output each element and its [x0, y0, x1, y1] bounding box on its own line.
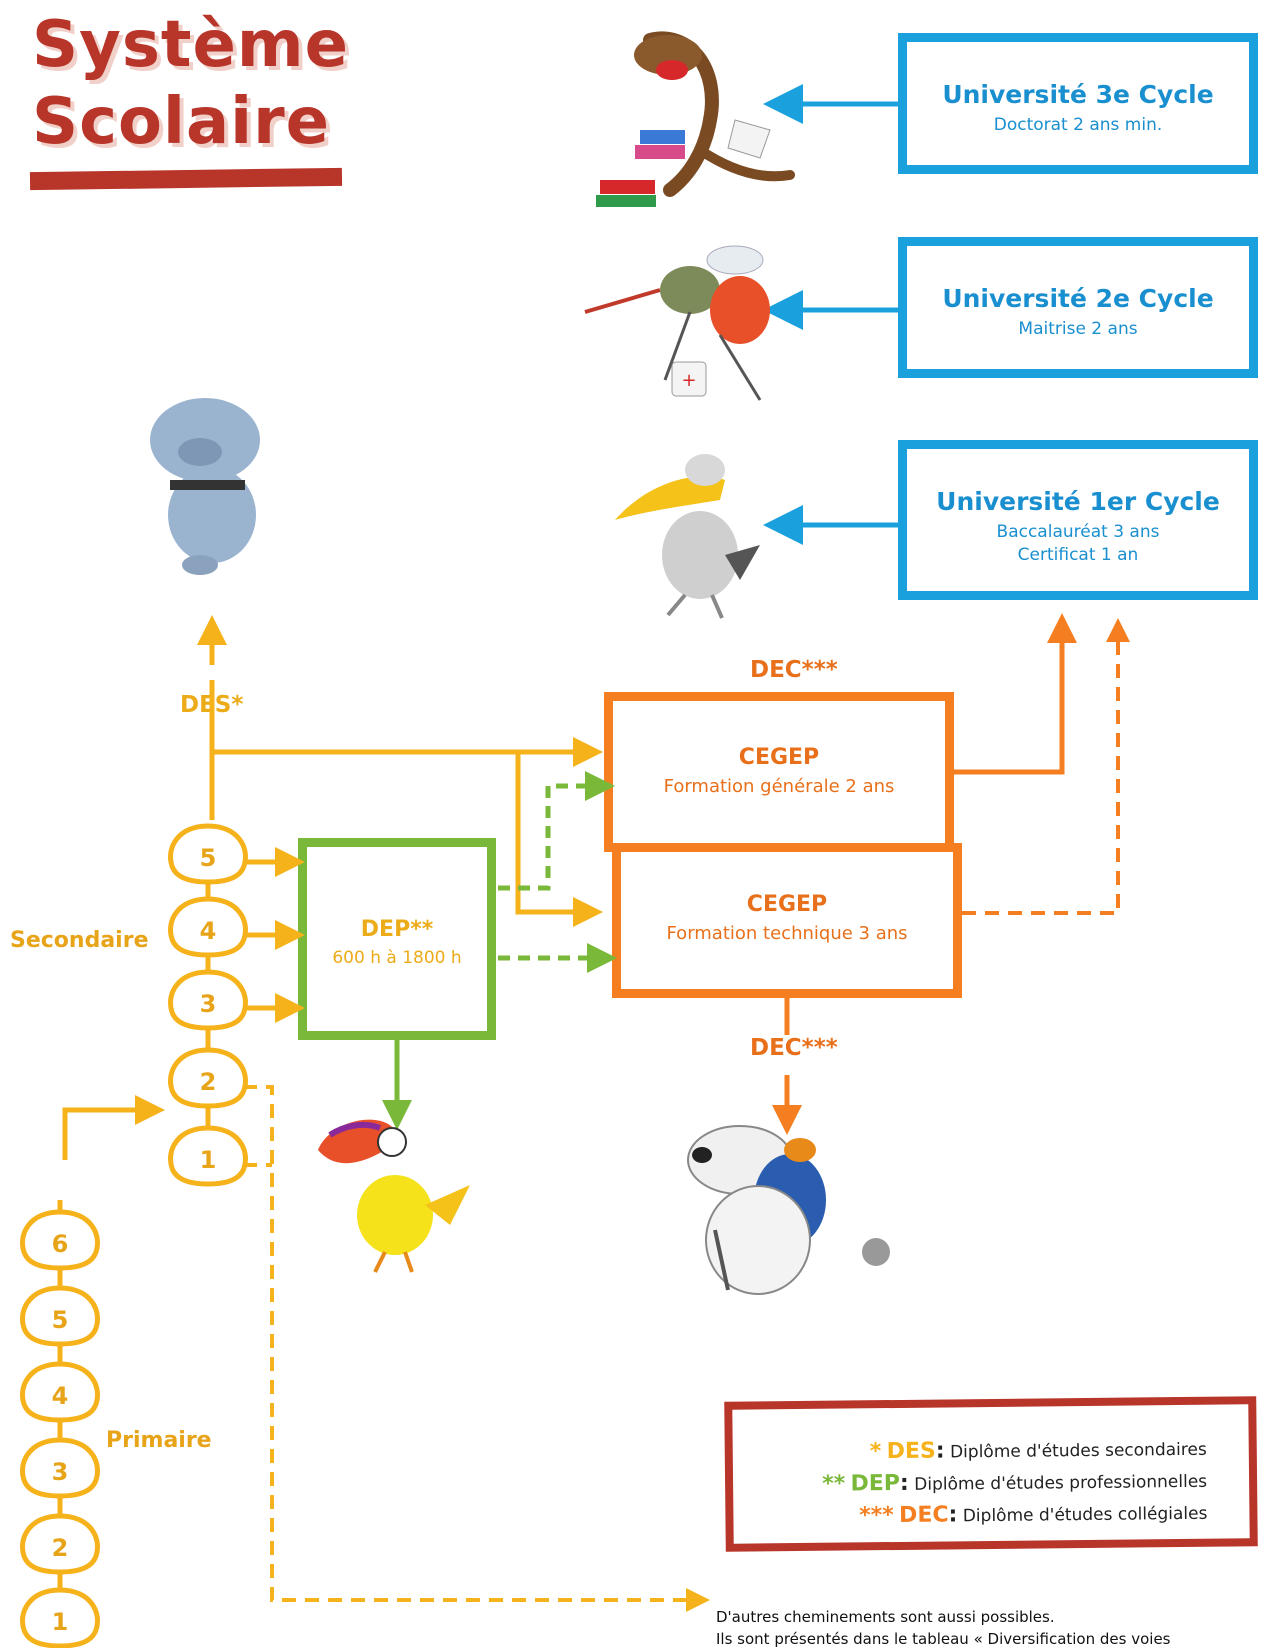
university-2nd-cycle-line: Maitrise 2 ans: [1018, 319, 1138, 339]
other-paths-connector: [243, 1085, 710, 1612]
title-line-2: Scolaire: [32, 85, 331, 159]
university-1st-cycle-title: Université 1er Cycle: [936, 487, 1220, 516]
primary-year-2-label: 2: [52, 1534, 69, 1562]
weasel-cartoon-icon: [596, 31, 795, 207]
university-3rd-cycle-line: Doctorat 2 ans min.: [993, 115, 1163, 135]
secondary-year-5-label: 5: [200, 844, 217, 872]
primary-year-4-label: 4: [52, 1382, 69, 1410]
legend-box: * DES: Diplôme d'études secondaires ** D…: [724, 1396, 1258, 1552]
legend-row-des: * DES: Diplôme d'études secondaires: [869, 1438, 1207, 1465]
primary-year-3-label: 3: [52, 1458, 69, 1486]
legend-des-text: Diplôme d'études secondaires: [949, 1439, 1207, 1463]
pelican-cartoon-icon: [615, 454, 760, 619]
secondary-year-4-label: 4: [200, 917, 217, 945]
dec-bottom-label: DEC***: [750, 1035, 838, 1061]
primary-year-6: 6: [20, 1209, 100, 1271]
university-3rd-cycle-box: Université 3e Cycle Doctorat 2 ans min.: [898, 33, 1258, 174]
university-1st-cycle-line-2: Certificat 1 an: [1017, 545, 1139, 565]
toucan-cartoon-icon: [318, 1119, 470, 1273]
university-1st-cycle-line-1: Baccalauréat 3 ans: [996, 522, 1160, 542]
bulldog-cartoon-icon: [150, 398, 260, 575]
primary-year-6-label: 6: [52, 1230, 69, 1258]
secondary-year-4: 4: [168, 896, 248, 958]
mosquito-cartoon-icon: +: [584, 245, 770, 401]
cegep-connectors: [772, 613, 1077, 1135]
primary-year-2: 2: [20, 1513, 100, 1575]
legend-dec-text: Diplôme d'études collégiales: [962, 1503, 1208, 1527]
primary-year-1-label: 1: [52, 1608, 69, 1636]
secondaire-label: Secondaire: [10, 928, 149, 953]
secondary-year-3-label: 3: [200, 990, 217, 1018]
cegep-technique-subtitle: Formation technique 3 ans: [666, 923, 908, 944]
dep-title: DEP**: [360, 917, 434, 942]
secondary-year-1: 1: [168, 1125, 248, 1187]
hiker-dog-cartoon-icon: [687, 1125, 890, 1295]
legend-des-stars: *: [869, 1439, 882, 1465]
legend-row-dec: *** DEC: Diplôme d'études collégiales: [859, 1502, 1208, 1529]
secondary-connectors: [57, 615, 603, 1620]
primary-year-3: 3: [20, 1437, 100, 1499]
university-1st-cycle-box: Université 1er Cycle Baccalauréat 3 ans …: [898, 440, 1258, 600]
legend-des-abbr: DES: [886, 1438, 936, 1465]
primary-year-5: 5: [20, 1285, 100, 1347]
cegep-technique-title: CEGEP: [746, 892, 828, 917]
cegep-general-title: CEGEP: [738, 745, 820, 770]
legend-dep-text: Diplôme d'études professionnelles: [914, 1471, 1208, 1495]
dep-dashed-connectors: [498, 771, 617, 973]
dep-box: DEP** 600 h à 1800 h: [298, 838, 496, 1040]
primary-year-badges: 6 5 4 3 2 1: [20, 1209, 100, 1648]
legend-dep-abbr: DEP: [850, 1470, 901, 1497]
legend-dec-stars: ***: [859, 1503, 894, 1529]
primaire-label: Primaire: [106, 1428, 212, 1453]
legend-dec-abbr: DEC: [898, 1502, 949, 1528]
title-line-1: Système: [32, 8, 349, 82]
cegep-technique-dashed-connector: [962, 618, 1130, 915]
secondary-year-badges: 5 4 3 2 1: [168, 823, 248, 1187]
secondary-year-3: 3: [168, 969, 248, 1031]
university-2nd-cycle-box: Université 2e Cycle Maitrise 2 ans: [898, 237, 1258, 378]
footnote-line-1: D'autres cheminements sont aussi possibl…: [716, 1608, 1055, 1626]
university-3rd-cycle-title: Université 3e Cycle: [942, 80, 1214, 109]
dec-top-label: DEC***: [750, 657, 838, 683]
svg-text:+: +: [681, 370, 696, 391]
secondary-year-2-label: 2: [200, 1068, 217, 1096]
primary-year-1: 1: [20, 1587, 100, 1648]
primary-year-4: 4: [20, 1361, 100, 1423]
footnote-line-2: Ils sont présentés dans le tableau « Div…: [716, 1630, 1171, 1648]
secondary-year-2: 2: [168, 1047, 248, 1109]
secondary-year-1-label: 1: [200, 1146, 217, 1174]
university-arrows: [763, 84, 898, 545]
cegep-technique-box: CEGEP Formation technique 3 ans: [612, 843, 962, 998]
footnote: D'autres cheminements sont aussi possibl…: [716, 1606, 1170, 1650]
legend-row-dep: ** DEP: Diplôme d'études professionnelle…: [822, 1470, 1208, 1497]
secondary-year-5: 5: [168, 823, 248, 885]
legend-dep-stars: **: [822, 1471, 846, 1497]
primary-year-5-label: 5: [52, 1306, 69, 1334]
dep-subtitle: 600 h à 1800 h: [332, 948, 462, 968]
cegep-general-subtitle: Formation générale 2 ans: [663, 776, 895, 797]
university-2nd-cycle-title: Université 2e Cycle: [942, 284, 1214, 313]
